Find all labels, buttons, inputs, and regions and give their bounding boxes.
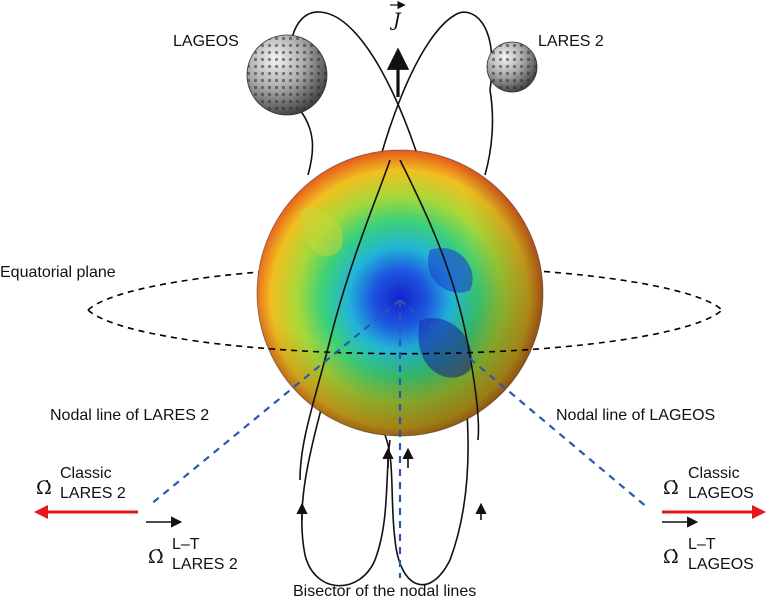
bisector-label: Bisector of the nodal lines — [293, 583, 476, 600]
lt-lares2-omega: Ω̇ — [148, 546, 164, 568]
lares2-satellite — [486, 41, 538, 93]
classic-lageos-label-2: LAGEOS — [688, 485, 754, 502]
classic-lageos-omega: Ω̇ — [663, 477, 679, 499]
classic-lageos-arrow — [662, 505, 766, 519]
classic-lares2-label-2: LARES 2 — [60, 485, 126, 502]
classic-lageos-label-1: Classic — [688, 465, 740, 482]
lt-lares2-label-1: L–T — [172, 536, 200, 553]
lt-lageos-label-2: LAGEOS — [688, 556, 754, 573]
lt-lageos-label-1: L–T — [688, 536, 716, 553]
j-vector-label: J — [389, 9, 402, 31]
equatorial-plane-label: Equatorial plane — [0, 264, 116, 281]
orbit-front-segments — [299, 159, 480, 481]
lageos-satellite — [246, 34, 328, 116]
lares2-label: LARES 2 — [538, 33, 604, 50]
lageos-label: LAGEOS — [173, 33, 239, 50]
nodal-line-lageos — [399, 299, 649, 509]
nodal-line-lares2-label: Nodal line of LARES 2 — [50, 407, 209, 424]
equatorial-plane-front — [87, 309, 723, 355]
nodal-line-lares2 — [149, 299, 401, 506]
lt-lageos-omega: Ω̇ — [663, 546, 679, 568]
lt-lares2-label-2: LARES 2 — [172, 556, 238, 573]
classic-lares2-omega: Ω̇ — [36, 477, 52, 499]
classic-lares2-label-1: Classic — [60, 465, 112, 482]
nodal-line-lageos-label: Nodal line of LAGEOS — [556, 407, 715, 424]
classic-lares2-arrow — [34, 505, 138, 519]
